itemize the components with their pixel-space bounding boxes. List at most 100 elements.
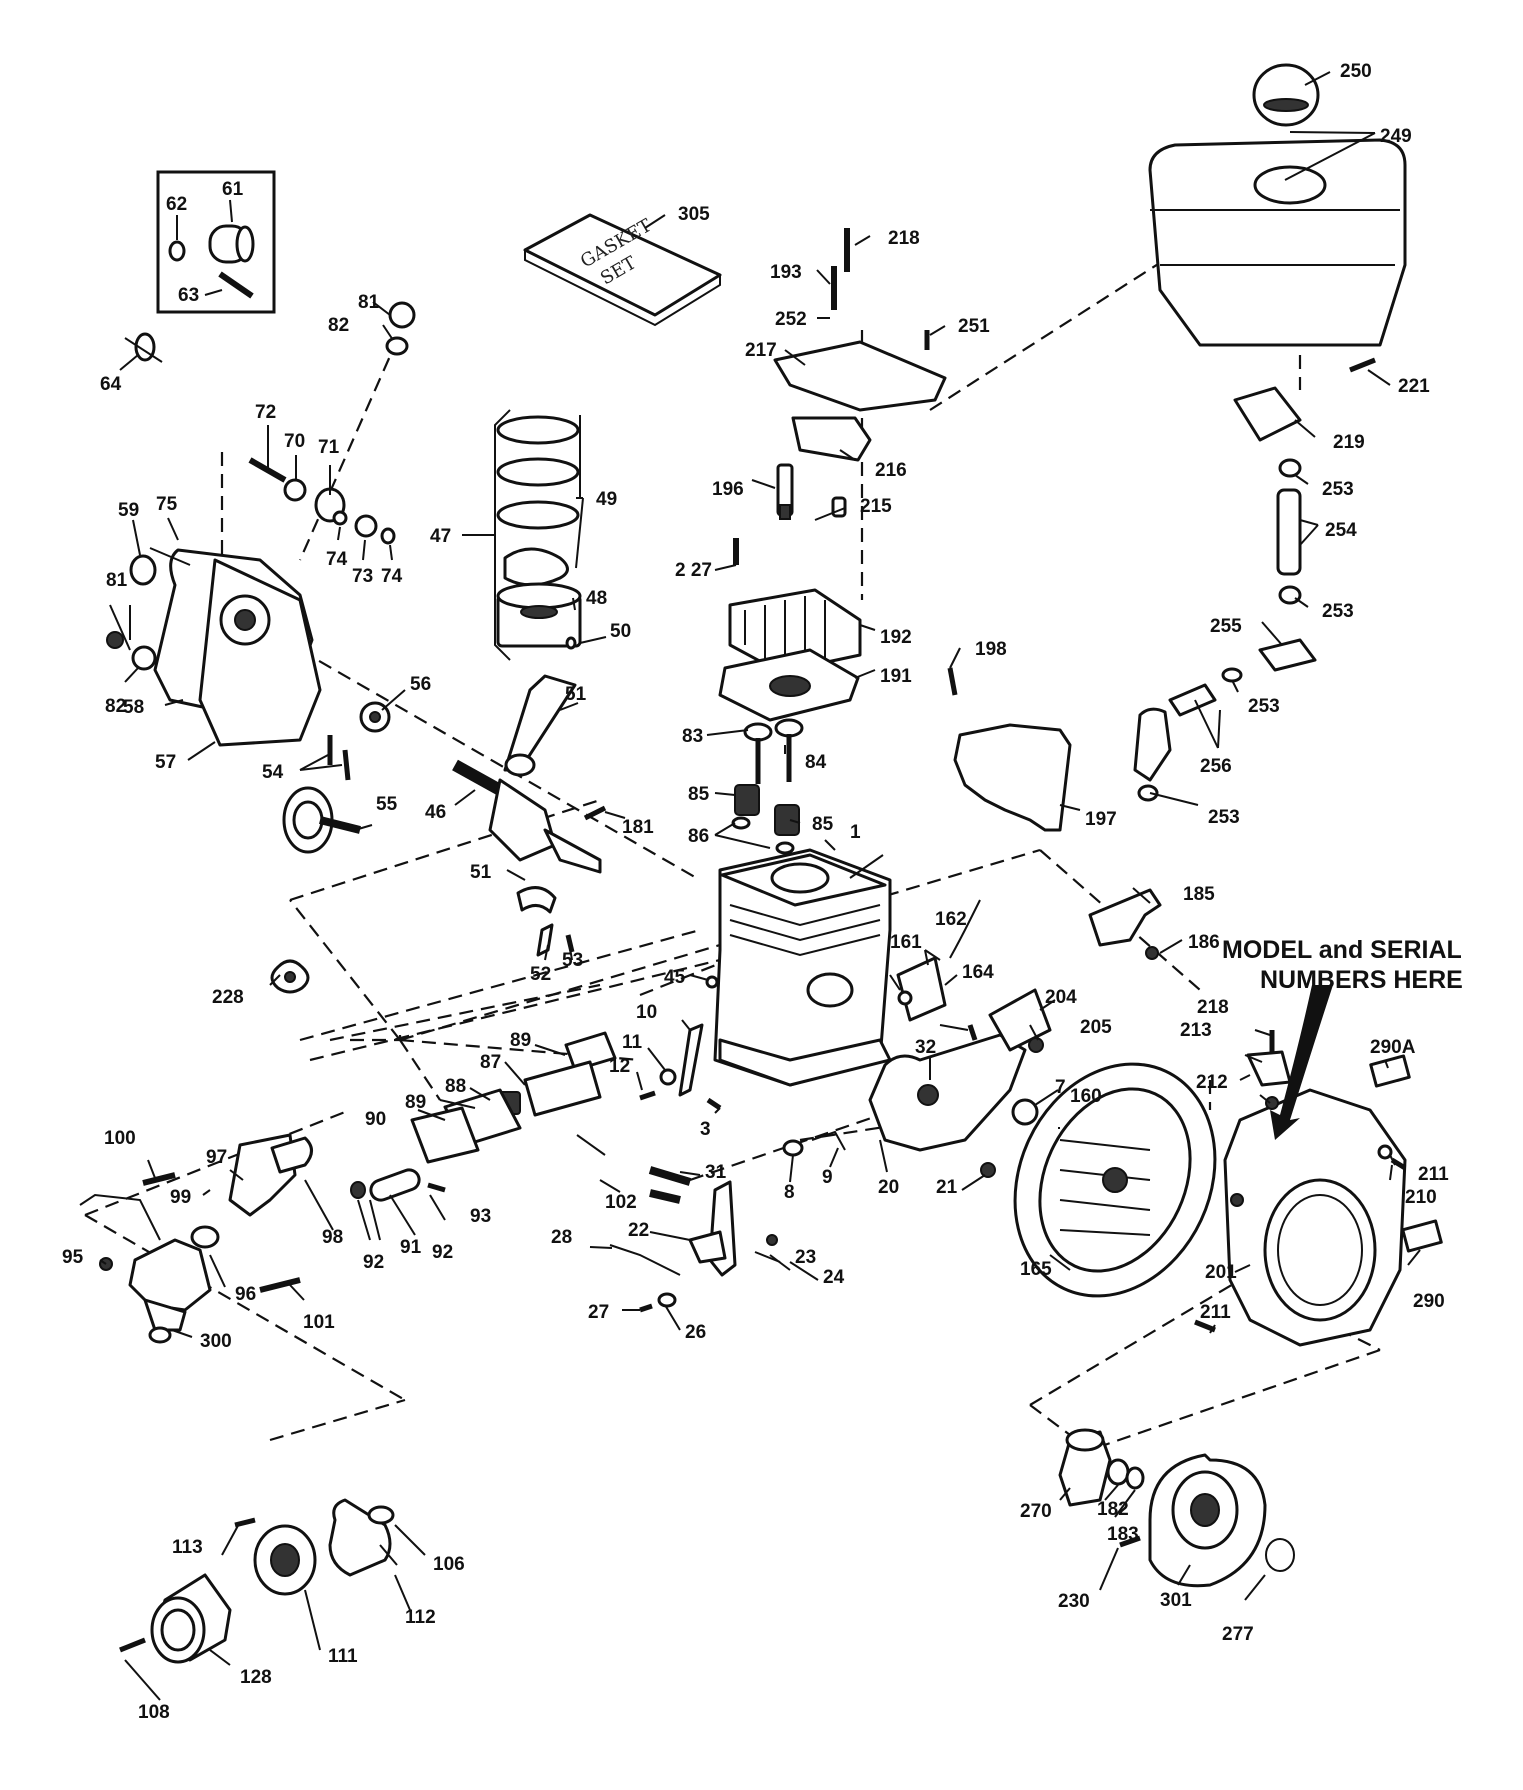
callout-253a: 253 [1322,479,1354,500]
callout-20: 20 [878,1177,899,1198]
callout-93: 93 [470,1206,491,1227]
callout-31: 31 [705,1162,727,1183]
flywheel-165 [1013,1062,1217,1298]
callout-90: 90 [365,1109,386,1130]
callout-197: 197 [1085,809,1117,830]
callout-256: 256 [1200,756,1232,777]
callout-83: 83 [682,726,703,747]
callout-82b: 82 [105,696,126,717]
head-bolts [733,228,930,565]
callout-61: 61 [222,179,244,200]
connecting-rod-51 [503,674,577,777]
callout-95: 95 [62,1247,84,1268]
callout-63: 63 [178,285,199,306]
callout-181: 181 [622,817,654,838]
bracket-217 [773,340,947,518]
callout-71: 71 [318,437,340,458]
callout-128: 128 [240,1667,272,1688]
callout-51b: 51 [470,862,492,883]
callout-81b: 81 [106,570,128,591]
callout-64: 64 [100,374,122,395]
misc-fasteners [583,805,1244,1207]
fuel-tank [1148,63,1407,347]
callout-96: 96 [235,1284,256,1305]
callout-196: 196 [712,479,744,500]
callout-49: 49 [596,489,617,510]
tappets-54 [327,735,351,781]
ignition-module-162 [896,899,981,1041]
callout-86: 86 [688,826,709,847]
callout-211a: 211 [1418,1164,1449,1185]
callout-250: 250 [1340,61,1372,82]
callout-111: 111 [328,1646,358,1667]
callout-255: 255 [1210,616,1242,637]
callout-87: 87 [480,1052,501,1073]
callout-74a: 74 [326,549,348,570]
callout-102: 102 [605,1192,637,1213]
callout-70: 70 [284,431,305,452]
callout-9: 9 [822,1167,833,1188]
callout-160: 160 [1070,1086,1102,1107]
callout-59: 59 [118,500,139,521]
crankcase-cover-58 [106,547,322,747]
recoil-starter-301 [1119,1453,1295,1588]
callout-183: 183 [1107,1524,1139,1545]
callout-81a: 81 [358,292,380,313]
callout-92a: 92 [363,1252,384,1273]
air-cleaner-parts [119,1498,395,1664]
callout-101: 101 [303,1312,335,1333]
rod-cap-51 [516,886,575,957]
callout-253d: 253 [1208,807,1240,828]
callout-73: 73 [352,566,373,587]
callout-12: 12 [609,1056,630,1077]
callout-253c: 253 [1248,696,1280,717]
callout-218b: 218 [1197,997,1229,1018]
fittings-81-82-upper [385,301,416,356]
callout-100: 100 [104,1128,136,1149]
callout-52: 52 [530,964,551,985]
air-baffle-20-204 [868,988,1052,1152]
callout-201: 201 [1205,1262,1237,1283]
callout-32: 32 [915,1037,936,1058]
callout-27: 27 [588,1302,609,1323]
callout-57: 57 [155,752,176,773]
callout-82a: 82 [328,315,349,336]
callout-216: 216 [875,460,907,481]
callout-108: 108 [138,1702,170,1723]
callout-74b: 74 [381,566,403,587]
callout-45: 45 [664,967,686,988]
callout-218a: 218 [888,228,920,249]
callout-23: 23 [795,1247,816,1268]
callout-3: 3 [700,1119,711,1140]
callout-91: 91 [400,1237,422,1258]
callout-192: 192 [880,627,912,648]
callout-106: 106 [433,1554,465,1575]
callout-162: 162 [935,909,967,930]
callout-112: 112 [405,1607,436,1628]
callout-62: 62 [166,194,187,215]
callout-300: 300 [200,1331,232,1352]
intake-parts-87-93 [350,1031,617,1202]
callout-46: 46 [425,802,446,823]
cylinder-head-192 [718,588,862,722]
callout-55: 55 [376,794,398,815]
callout-230: 230 [1058,1591,1090,1612]
callout-212: 212 [1196,1072,1228,1093]
callout-53: 53 [562,950,583,971]
assembly-dashed-lines [84,249,1381,1452]
callout-193: 193 [770,262,802,283]
callout-75: 75 [156,494,178,515]
callout-21: 21 [936,1177,958,1198]
callout-211b: 211 [1200,1302,1231,1323]
callout-72: 72 [255,402,276,423]
banner-arrow [1270,985,1333,1140]
callout-98: 98 [322,1227,343,1248]
callout-221: 221 [1398,376,1430,397]
valves-83-84 [743,718,804,784]
gasket-set-305: GASKET SET [523,213,722,327]
carburetor-300 [79,1193,212,1344]
cam-gear-55 [282,786,361,854]
callout-290A: 290A [1370,1037,1416,1058]
callout-58: 58 [123,697,144,718]
